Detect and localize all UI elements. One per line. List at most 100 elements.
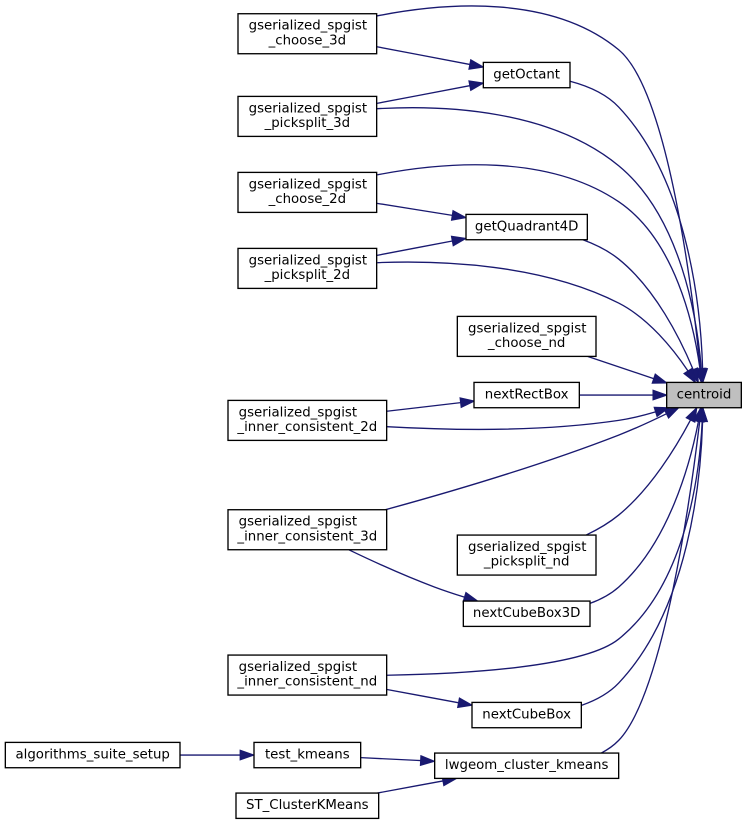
node-gserialized_spgist_picksplit_nd-box[interactable] bbox=[456, 534, 597, 576]
node-lwgeom_cluster_kmeans-label-line1: lwgeom_cluster_kmeans bbox=[445, 758, 609, 773]
node-gserialized_spgist_picksplit_nd[interactable]: gserialized_spgist _picksplit_nd bbox=[456, 534, 597, 576]
node-gserialized_spgist_picksplit_3d-box[interactable] bbox=[237, 95, 378, 138]
node-gserialized_spgist_picksplit_2d-label-line2: _picksplit_2d bbox=[264, 268, 351, 283]
edges-layer bbox=[180, 5, 709, 794]
node-getQuadrant4D-box[interactable] bbox=[465, 213, 588, 241]
edge-gserialized_spgist_inner_consistent_nd-to-nextCubeBox-line bbox=[386, 688, 459, 704]
node-gserialized_spgist_picksplit_3d[interactable]: gserialized_spgist _picksplit_3d bbox=[237, 95, 378, 138]
edge-getOctant-to-centroid-line bbox=[569, 80, 704, 369]
node-gserialized_spgist_choose_2d[interactable]: gserialized_spgist _choose_2d bbox=[237, 171, 378, 214]
node-test_kmeans[interactable]: test_kmeans bbox=[253, 741, 362, 769]
node-gserialized_spgist_choose_nd-label-line1: gserialized_spgist bbox=[468, 321, 586, 336]
edge-gserialized_spgist_choose_nd-to-centroid-line bbox=[587, 355, 654, 380]
edge-gserialized_spgist_choose_nd-to-centroid-arrowhead bbox=[651, 373, 669, 384]
node-gserialized_spgist_choose_2d-box[interactable] bbox=[237, 171, 378, 214]
node-gserialized_spgist_inner_consistent_nd[interactable]: gserialized_spgist _inner_consistent_nd bbox=[227, 654, 388, 696]
node-centroid-box bbox=[666, 381, 743, 409]
node-getOctant-label-line1: getOctant bbox=[493, 67, 560, 82]
edge-gserialized_spgist_inner_consistent_3d-to-centroid-line bbox=[385, 413, 667, 511]
node-gserialized_spgist_inner_consistent_2d-box[interactable] bbox=[227, 399, 388, 442]
node-nextCubeBox-label-line1: nextCubeBox bbox=[482, 707, 571, 722]
edge-algorithms_suite_setup-to-test_kmeans-arrowhead bbox=[239, 749, 256, 761]
edge-test_kmeans-to-lwgeom_cluster_kmeans-arrowhead bbox=[419, 754, 437, 767]
edge-gserialized_spgist_picksplit_nd-to-centroid bbox=[586, 406, 698, 536]
edge-test_kmeans-to-lwgeom_cluster_kmeans bbox=[360, 754, 437, 767]
node-getOctant-box[interactable] bbox=[482, 61, 571, 89]
node-gserialized_spgist_picksplit_2d-box[interactable] bbox=[237, 247, 378, 290]
node-nextCubeBox-box[interactable] bbox=[471, 701, 582, 729]
edge-nextCubeBox-to-centroid bbox=[581, 405, 709, 706]
node-algorithms_suite_setup[interactable]: algorithms_suite_setup bbox=[4, 741, 181, 769]
node-gserialized_spgist_inner_consistent_nd-box[interactable] bbox=[227, 654, 388, 696]
edge-gserialized_spgist_picksplit_3d-to-getOctant-line bbox=[376, 85, 470, 105]
node-algorithms_suite_setup-box[interactable] bbox=[4, 741, 181, 769]
node-lwgeom_cluster_kmeans[interactable]: lwgeom_cluster_kmeans bbox=[434, 752, 620, 780]
node-gserialized_spgist_inner_consistent_nd-label-line1: gserialized_spgist bbox=[239, 660, 357, 675]
node-nextRectBox-box[interactable] bbox=[473, 381, 580, 409]
node-nextCubeBox3D[interactable]: nextCubeBox3D bbox=[462, 600, 591, 628]
node-gserialized_spgist_choose_3d-label-line2: _choose_3d bbox=[268, 33, 347, 48]
node-gserialized_spgist_picksplit_nd-label-line1: gserialized_spgist bbox=[468, 540, 586, 555]
edge-lwgeom_cluster_kmeans-to-centroid bbox=[600, 405, 706, 754]
node-algorithms_suite_setup-label-line1: algorithms_suite_setup bbox=[15, 747, 169, 762]
node-getQuadrant4D[interactable]: getQuadrant4D bbox=[465, 213, 588, 241]
edge-gserialized_spgist_inner_consistent_nd-to-nextCubeBox-arrowhead bbox=[456, 697, 474, 709]
node-gserialized_spgist_picksplit_2d-label-line1: gserialized_spgist bbox=[249, 253, 367, 268]
edge-gserialized_spgist_inner_consistent_nd-to-centroid-line bbox=[386, 421, 703, 676]
node-gserialized_spgist_choose_3d[interactable]: gserialized_spgist _choose_3d bbox=[237, 13, 378, 55]
node-gserialized_spgist_inner_consistent_nd-label-line2: _inner_consistent_nd bbox=[236, 675, 377, 690]
edge-gserialized_spgist_picksplit_nd-to-centroid-line bbox=[586, 419, 692, 536]
node-centroid: centroid bbox=[666, 381, 743, 409]
node-nextCubeBox3D-box[interactable] bbox=[462, 600, 591, 628]
node-gserialized_spgist_choose_2d-label-line2: _choose_2d bbox=[268, 192, 347, 207]
edge-gserialized_spgist_picksplit_3d-to-getOctant-arrowhead bbox=[468, 80, 486, 92]
node-lwgeom_cluster_kmeans-box[interactable] bbox=[434, 752, 620, 780]
edge-gserialized_spgist_picksplit_2d-to-getQuadrant4D-line bbox=[376, 240, 453, 257]
edge-lwgeom_cluster_kmeans-to-centroid-arrowhead bbox=[694, 405, 706, 423]
edge-test_kmeans-to-lwgeom_cluster_kmeans-line bbox=[360, 756, 421, 762]
node-gserialized_spgist_picksplit_2d[interactable]: gserialized_spgist _picksplit_2d bbox=[237, 247, 378, 290]
edge-nextCubeBox3D-to-centroid bbox=[590, 406, 704, 604]
node-gserialized_spgist_choose_3d-box[interactable] bbox=[237, 13, 378, 55]
nodes-layer: centroid gserialized_spgist _choose_3d g… bbox=[4, 13, 743, 820]
edge-algorithms_suite_setup-to-test_kmeans bbox=[180, 749, 256, 761]
node-gserialized_spgist_picksplit_3d-label-line2: _picksplit_3d bbox=[264, 116, 351, 131]
node-nextRectBox[interactable]: nextRectBox bbox=[473, 381, 580, 409]
edge-gserialized_spgist_picksplit_3d-to-getOctant bbox=[376, 80, 486, 105]
edge-gserialized_spgist_picksplit_2d-to-getQuadrant4D-arrowhead bbox=[450, 235, 468, 247]
edge-nextCubeBox3D-to-centroid-line bbox=[590, 421, 700, 604]
node-getOctant[interactable]: getOctant bbox=[482, 61, 571, 89]
edge-gserialized_spgist_inner_consistent_3d-to-nextCubeBox3D-arrowhead bbox=[462, 591, 480, 603]
edge-gserialized_spgist_picksplit_2d-to-centroid bbox=[377, 261, 697, 384]
node-gserialized_spgist_inner_consistent_3d-label-line1: gserialized_spgist bbox=[239, 515, 357, 530]
edge-gserialized_spgist_choose_2d-to-centroid-line bbox=[377, 164, 701, 369]
edge-gserialized_spgist_choose_2d-to-getQuadrant4D bbox=[376, 202, 468, 221]
edge-ST_ClusterKMeans-to-lwgeom_cluster_kmeans-line bbox=[377, 780, 444, 794]
node-gserialized_spgist_choose_nd-box[interactable] bbox=[456, 315, 597, 358]
node-ST_ClusterKMeans-label-line1: ST_ClusterKMeans bbox=[246, 798, 369, 813]
node-ST_ClusterKMeans[interactable]: ST_ClusterKMeans bbox=[235, 792, 380, 820]
node-gserialized_spgist_inner_consistent_2d[interactable]: gserialized_spgist _inner_consistent_2d bbox=[227, 399, 388, 442]
edge-nextRectBox-to-centroid bbox=[579, 389, 669, 401]
node-nextCubeBox[interactable]: nextCubeBox bbox=[471, 701, 582, 729]
node-test_kmeans-box[interactable] bbox=[253, 741, 362, 769]
edge-nextCubeBox-to-centroid-line bbox=[581, 421, 704, 706]
node-ST_ClusterKMeans-box[interactable] bbox=[235, 792, 380, 820]
node-gserialized_spgist_inner_consistent_3d[interactable]: gserialized_spgist _inner_consistent_3d bbox=[227, 509, 388, 551]
node-gserialized_spgist_choose_nd[interactable]: gserialized_spgist _choose_nd bbox=[456, 315, 597, 358]
node-nextCubeBox3D-label-line1: nextCubeBox3D bbox=[473, 606, 580, 621]
node-test_kmeans-label-line1: test_kmeans bbox=[265, 747, 350, 762]
edge-gserialized_spgist_inner_consistent_2d-to-nextRectBox-line bbox=[386, 401, 461, 412]
node-gserialized_spgist_inner_consistent_3d-label-line2: _inner_consistent_3d bbox=[236, 529, 377, 544]
edge-gserialized_spgist_picksplit_2d-to-centroid-arrowhead bbox=[683, 367, 697, 384]
node-nextRectBox-label-line1: nextRectBox bbox=[485, 387, 569, 402]
edge-lwgeom_cluster_kmeans-to-centroid-line bbox=[600, 421, 701, 754]
node-gserialized_spgist_inner_consistent_2d-label-line1: gserialized_spgist bbox=[239, 405, 357, 420]
edge-getQuadrant4D-to-centroid-line bbox=[582, 239, 694, 370]
node-gserialized_spgist_inner_consistent_3d-box[interactable] bbox=[227, 509, 388, 551]
edge-gserialized_spgist_inner_consistent_3d-to-nextCubeBox3D bbox=[348, 549, 480, 603]
edge-gserialized_spgist_picksplit_nd-to-centroid-arrowhead bbox=[685, 406, 698, 424]
edge-gserialized_spgist_choose_2d-to-getQuadrant4D-arrowhead bbox=[450, 209, 468, 221]
node-gserialized_spgist_choose_2d-label-line1: gserialized_spgist bbox=[249, 177, 367, 192]
